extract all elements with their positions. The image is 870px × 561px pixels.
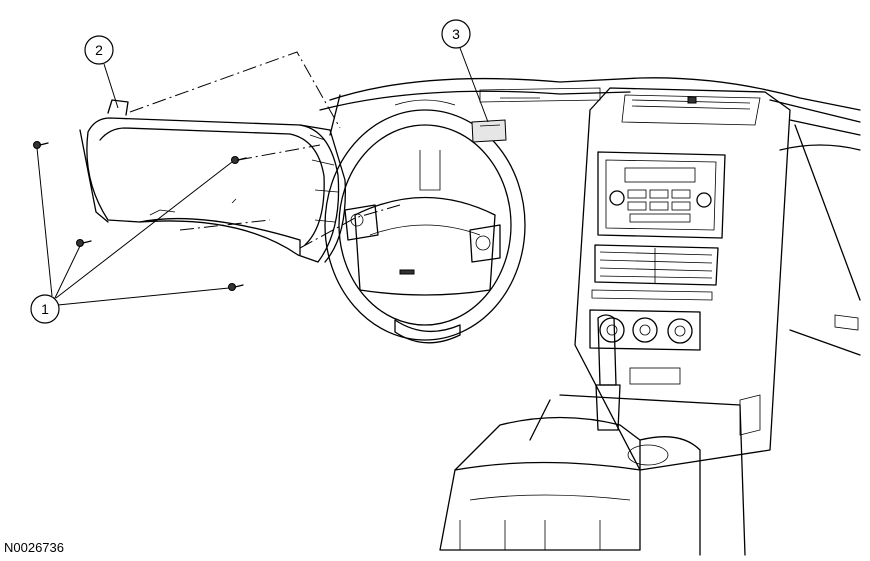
floor-console <box>439 394 746 556</box>
callout-2-label: 2 <box>95 42 103 58</box>
callout-1: 1 <box>30 294 60 324</box>
screw-lower-left <box>76 239 92 247</box>
alignment-lines <box>129 51 401 249</box>
item-3-component <box>471 119 507 143</box>
callout-3: 3 <box>441 19 471 49</box>
leader-lines <box>36 47 489 306</box>
screw-upper-left <box>33 141 49 149</box>
center-stack <box>574 87 791 471</box>
screw-upper-right <box>231 156 247 164</box>
dashboard-outline <box>319 77 861 301</box>
screw-fasteners <box>33 141 247 291</box>
callout-2: 2 <box>84 35 114 65</box>
callout-3-label: 3 <box>452 26 460 42</box>
callout-1-label: 1 <box>41 301 49 317</box>
instrument-cluster <box>79 99 346 263</box>
steering-wheel <box>324 99 526 344</box>
passenger-dash <box>779 144 861 356</box>
figure-id: N0026736 <box>4 540 64 555</box>
screw-lower-right <box>228 283 244 291</box>
